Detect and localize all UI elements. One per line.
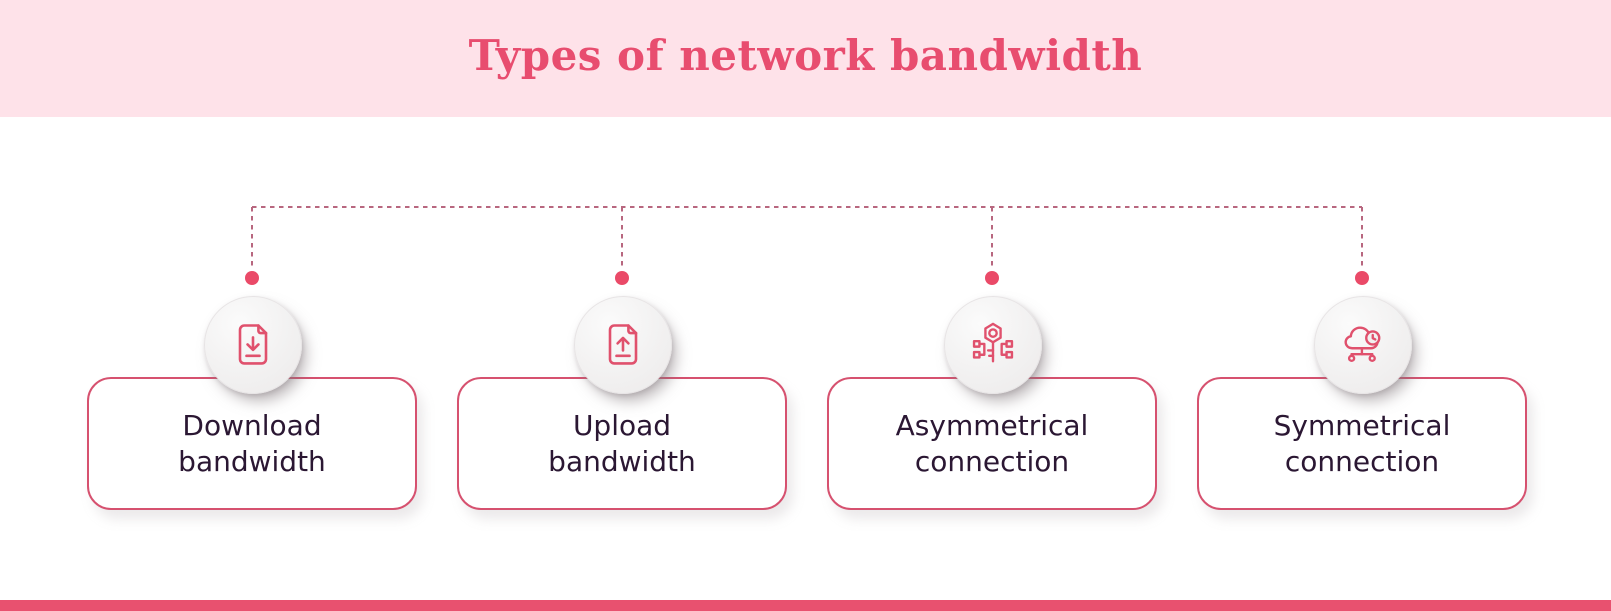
card-label: Download bandwidth [178,408,326,478]
page-title: Types of network bandwidth [468,31,1143,80]
connector-dot [245,271,259,285]
card-label: Upload bandwidth [548,408,696,478]
connector-dot [615,271,629,285]
card-asymmetrical-connection: Asymmetrical connection [827,377,1157,510]
icon-badge [204,296,302,394]
digital-key-icon [972,322,1014,363]
icon-badge [574,296,672,394]
connector-dot [1355,271,1369,285]
header-band: Types of network bandwidth [0,0,1611,117]
card-upload-bandwidth: Upload bandwidth [457,377,787,510]
connector-tree [245,206,1369,285]
column-symmetrical-connection: Symmetrical connection [1197,296,1527,514]
icon-badge [944,296,1042,394]
column-upload-bandwidth: Upload bandwidth [457,296,787,514]
card-download-bandwidth: Download bandwidth [87,377,417,510]
card-label: Asymmetrical connection [895,408,1089,478]
card-symmetrical-connection: Symmetrical connection [1197,377,1527,510]
file-upload-icon [608,324,638,365]
connector-dot [985,271,999,285]
cloud-clock-network-icon [1344,326,1381,363]
card-label: Symmetrical connection [1273,408,1451,478]
file-download-icon [238,324,268,365]
column-download-bandwidth: Download bandwidth [87,296,417,514]
column-asymmetrical-connection: Asymmetrical connection [827,296,1157,514]
bottom-accent-bar [0,600,1611,611]
icon-badge [1314,296,1412,394]
